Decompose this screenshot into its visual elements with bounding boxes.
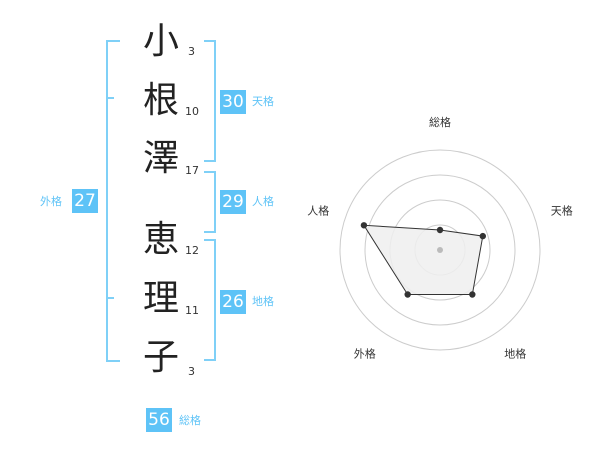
jinkaku-bracket [204,171,216,233]
name-char-6: 子 [142,337,179,378]
stroke-count-1: 3 [188,45,195,58]
gaikaku-label: 外格 [40,195,62,208]
radar-center-dot [437,247,443,253]
name-char-4: 恵 [142,219,179,260]
chikaku-bracket [204,239,216,361]
name-char-3: 澤 [142,138,179,179]
radar-axis-label-3: 地格 [504,347,526,361]
radar-axis-label-1: 総格 [429,115,451,129]
radar-point-1 [436,226,444,234]
soukaku-label: 総格 [179,414,201,427]
gaikaku-bracket [106,40,120,362]
radar-point-2 [479,232,486,240]
name-char-5: 理 [142,278,179,319]
chikaku-value-badge: 26 [220,290,246,314]
radar-ring [364,174,516,326]
radar-point-3 [469,291,476,298]
radar-axis-label-4: 外格 [354,347,376,361]
jinkaku-label: 人格 [252,195,274,208]
tenkaku-label: 天格 [252,95,274,108]
name-char-1: 小 [142,21,179,62]
radar-point-4 [404,291,411,298]
stroke-count-6: 3 [188,365,195,378]
stroke-count-3: 17 [185,164,199,177]
radar-point-5 [360,222,368,229]
radar-axis-label-2: 天格 [551,203,573,217]
tenkaku-bracket [204,40,216,162]
stroke-count-2: 10 [185,105,199,118]
gaikaku-value-badge: 27 [72,189,98,213]
name-char-2: 根 [142,80,179,121]
gaikaku-bracket-tick [106,297,114,299]
tenkaku-value-badge: 30 [220,90,246,114]
jinkaku-value-badge: 29 [220,190,246,214]
chikaku-label: 地格 [252,295,274,308]
stroke-count-5: 11 [185,304,199,317]
radar-axis-label-5: 人格 [307,203,329,217]
soukaku-value-badge: 56 [146,408,172,432]
gaikaku-bracket-tick [106,97,114,99]
radar-area [362,224,484,295]
stroke-count-4: 12 [185,244,199,257]
radar-ring [339,149,541,351]
